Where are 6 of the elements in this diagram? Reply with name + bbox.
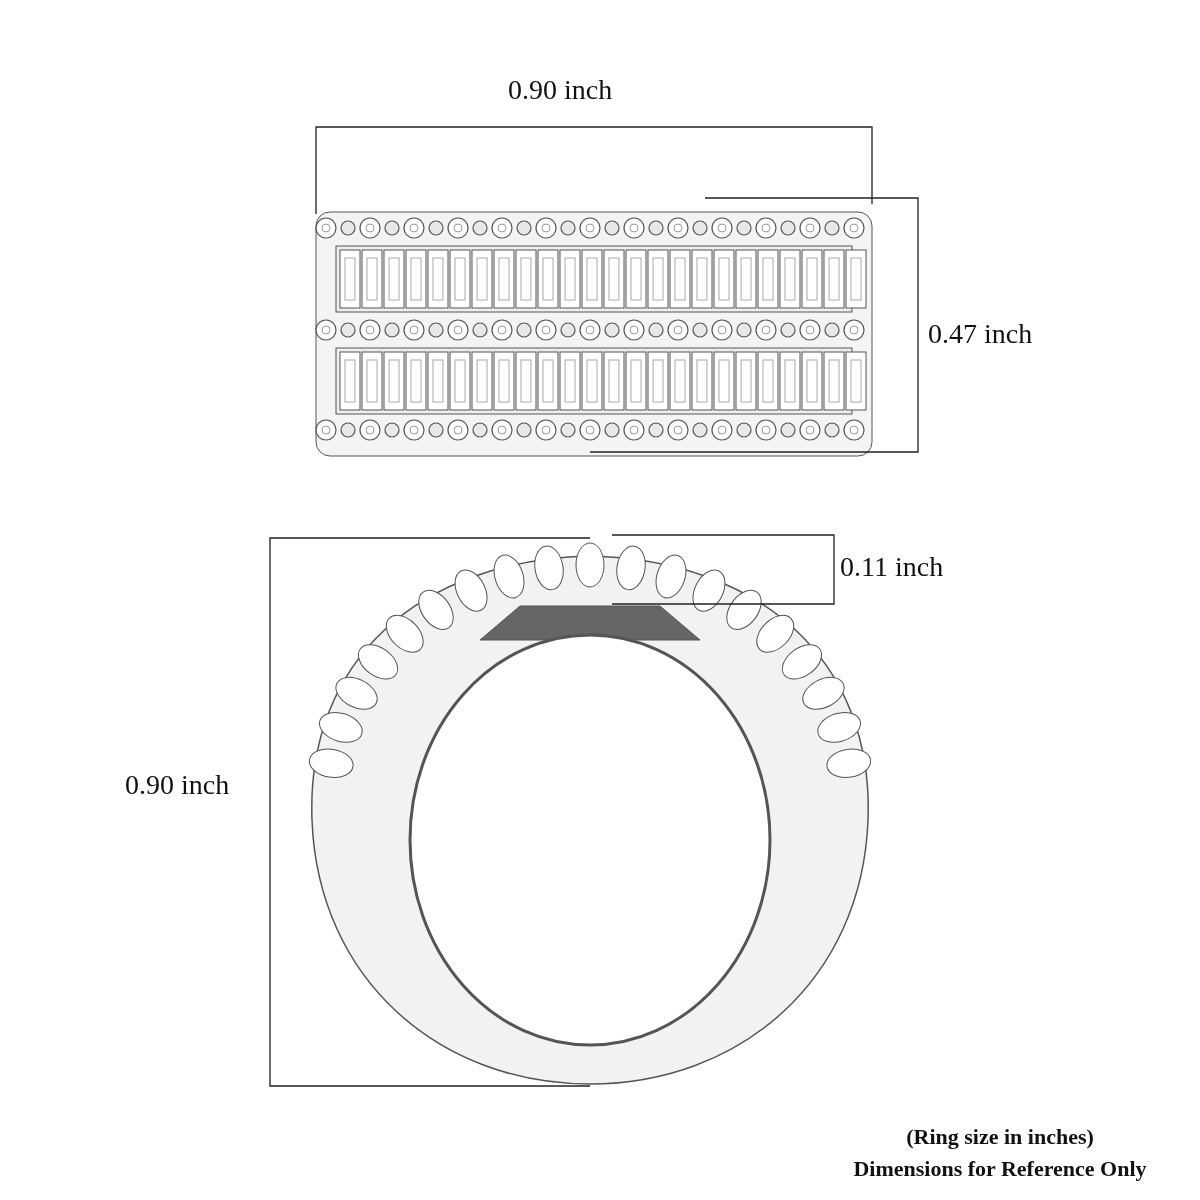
note-text: (Ring size in inches) (906, 1124, 1094, 1150)
dimension-label: 0.90 inch (508, 74, 613, 106)
dimension-label: 0.90 inch (125, 769, 230, 801)
dimension-label: 0.11 inch (840, 551, 944, 583)
note-text: Dimensions for Reference Only (853, 1156, 1147, 1182)
dimension-label: 0.47 inch (928, 318, 1033, 350)
